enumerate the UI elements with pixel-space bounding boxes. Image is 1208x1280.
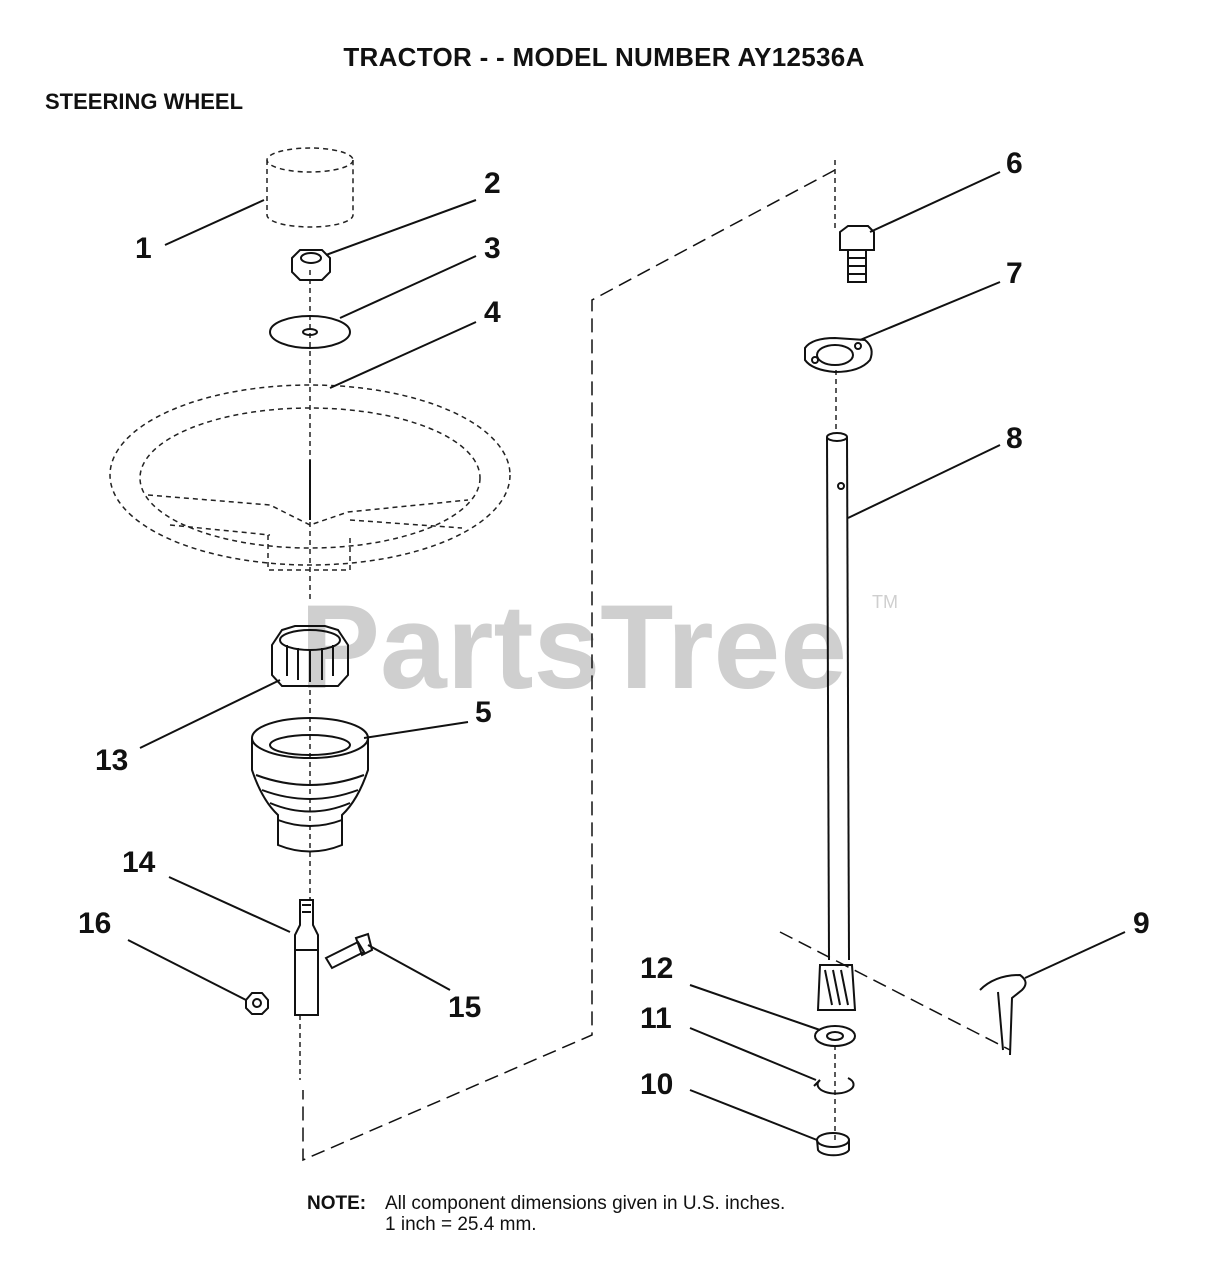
callout-9: 9 [1133,907,1150,940]
part-7-flange-bearing [804,336,873,374]
part-pinion-gear [816,964,857,1011]
part-15-bolt [324,932,374,970]
part-5-cover [251,717,369,853]
callout-16: 16 [78,907,111,940]
callout-7: 7 [1006,257,1023,290]
callout-6: 6 [1006,147,1023,180]
watermark-text: PartsTree [300,580,847,714]
assembly-boundary [302,169,836,1162]
callout-15: 15 [448,991,481,1024]
dimension-note: NOTE: All component dimensions given in U… [307,1193,785,1235]
part-10-bushing [816,1132,850,1157]
part-13-splined-adapter [271,625,349,687]
callout-8: 8 [1006,422,1023,455]
assembly-boundary-lower [779,931,1011,1051]
part-3-washer [269,315,351,349]
watermark-tm: TM [872,592,898,612]
callout-13: 13 [95,744,128,777]
callout-2: 2 [484,167,501,200]
part-14-shaft [294,899,319,1016]
note-label: NOTE: [307,1193,367,1214]
section-title: STEERING WHEEL [45,89,244,114]
callout-11: 11 [640,1002,672,1035]
note-line-1: All component dimensions given in U.S. i… [385,1193,786,1214]
part-4-steering-wheel [109,384,511,571]
note-line-2: 1 inch = 25.4 mm. [385,1214,537,1235]
callout-5: 5 [475,696,492,729]
page-title: TRACTOR - - MODEL NUMBER AY12536A [343,42,865,72]
part-1-cap [266,147,354,228]
part-16-nut [245,992,269,1015]
part-2-nut [291,249,331,281]
callout-3: 3 [484,232,501,265]
part-8-steering-shaft [826,432,850,961]
leader-lines [127,171,1126,1141]
part-9-hairpin-clip [979,973,1027,1056]
part-12-washer [814,1025,856,1047]
callout-12: 12 [640,952,673,985]
callout-4: 4 [484,296,501,329]
part-11-retaining-ring [813,1077,855,1095]
callout-14: 14 [122,846,156,879]
callout-1: 1 [135,232,152,265]
part-6-bolt [839,225,875,283]
callout-10: 10 [640,1068,673,1101]
